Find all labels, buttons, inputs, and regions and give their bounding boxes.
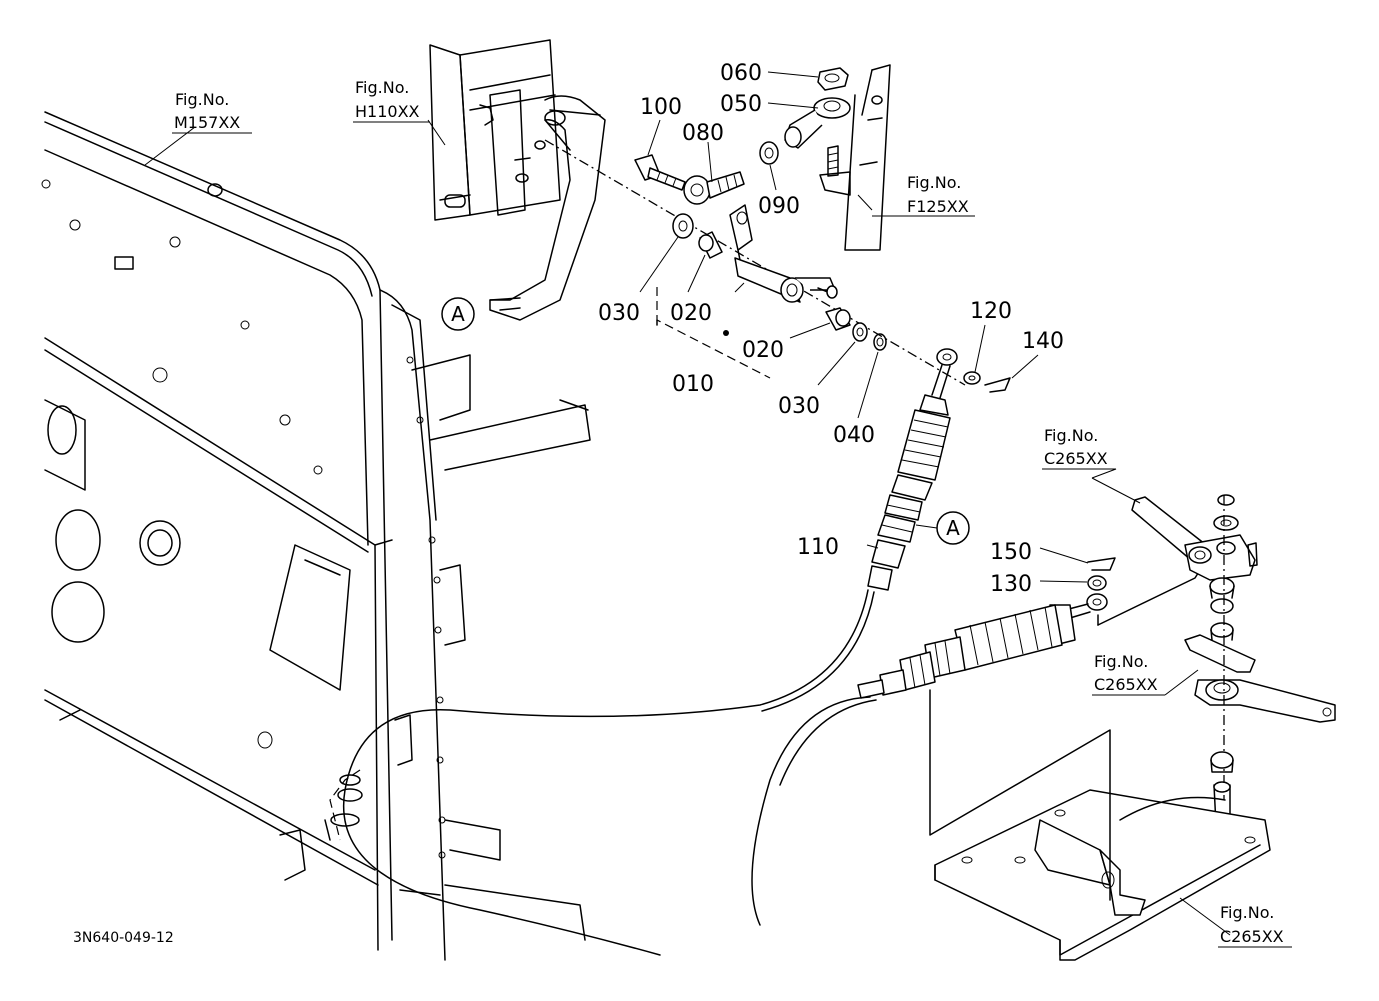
fig-ref-title: Fig.No. [907,173,961,192]
callout-letter: A [946,516,960,540]
part-label-030: 030 [598,301,640,326]
fig-ref-code: F125XX [907,197,969,216]
fig-ref-code: C265XX [1094,675,1158,694]
part-label-140: 140 [1022,329,1064,354]
pedal-assembly [429,39,606,321]
fig-ref-c265-mid: Fig.No. C265XX [1092,652,1165,696]
fig-ref-code: M157XX [174,113,240,132]
fig-ref-m157: Fig.No. M157XX [172,90,252,134]
part-label-080: 080 [682,121,724,146]
fig-ref-title: Fig.No. [1094,652,1148,671]
shaft-assembly [544,139,966,386]
fig-ref-h110: Fig.No. H110XX [353,78,430,123]
part-label-100: 100 [640,95,682,120]
callout-circle [441,297,475,331]
cable-clamp [324,769,363,841]
upper-cable [342,348,1011,956]
fig-ref-code: H110XX [355,102,420,121]
part-label-120: 120 [970,299,1012,324]
part-label-020: 020 [670,301,712,326]
upper-linkage-parts [634,67,851,205]
fig-ref-f125: Fig.No. F125XX [872,173,975,217]
lever-rod [819,64,891,251]
fig-ref-c265-top: Fig.No. C265XX [1042,426,1117,479]
part-label-090: 090 [758,194,800,219]
part-label-050: 050 [720,92,762,117]
callout-a-left: A [441,297,475,331]
part-label-150: 150 [990,540,1032,565]
part-label-030: 030 [778,394,820,419]
callout-a-right: A [915,511,970,545]
part-label-020: 020 [742,338,784,363]
fig-ref-title: Fig.No. [355,78,409,97]
lower-cable [751,557,1201,926]
part-label-130: 130 [990,572,1032,597]
fig-ref-title: Fig.No. [1220,903,1274,922]
fig-ref-title: Fig.No. [175,90,229,109]
fig-ref-code: C265XX [1220,927,1284,946]
part-label-010: 010 [672,372,714,397]
part-label-040: 040 [833,423,875,448]
fig-ref-title: Fig.No. [1044,426,1098,445]
part-label-110: 110 [797,535,839,560]
fig-ref-c265-bottom: Fig.No. C265XX [1218,903,1292,948]
drawing-code: 3N640-049-12 [73,930,174,946]
part-label-060: 060 [720,61,762,86]
dashboard-frame [41,111,591,961]
lower-lever-assembly [929,494,1336,961]
fig-ref-code: C265XX [1044,449,1108,468]
callout-letter: A [451,302,465,326]
leader-lines [144,71,1231,936]
